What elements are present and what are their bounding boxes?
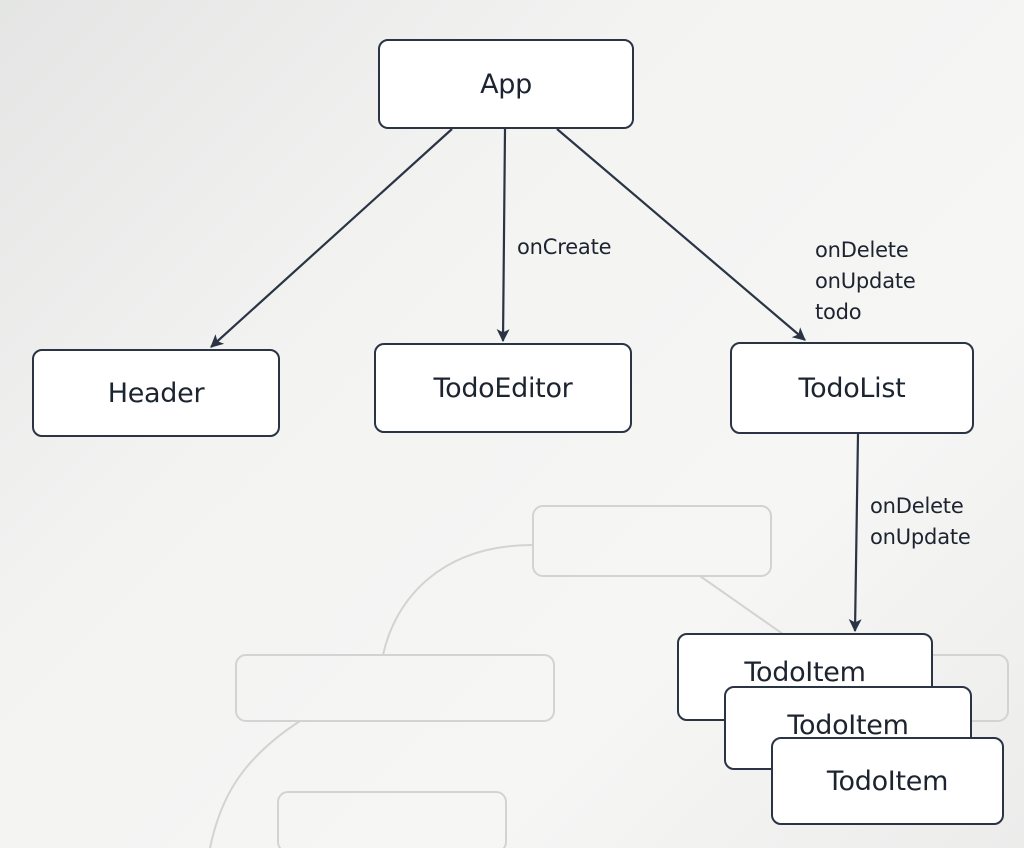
node-todo-editor: TodoEditor (374, 343, 632, 433)
node-todo-item-label: TodoItem (787, 710, 909, 741)
node-app: App (378, 39, 634, 129)
prop-label: onDelete (870, 494, 964, 518)
node-todo-list-label: TodoList (798, 372, 906, 404)
prop-label: onUpdate (870, 525, 971, 549)
prop-label: onDelete (815, 238, 909, 262)
node-todo-item-label: TodoItem (744, 657, 866, 688)
node-todo-item-label: TodoItem (826, 765, 949, 797)
edge-label-app-to-todo-editor: onCreate (517, 232, 612, 263)
edge-label-todo-list-to-todo-item: onDelete onUpdate (870, 491, 971, 553)
prop-label: todo (815, 300, 862, 324)
node-todo-list: TodoList (730, 342, 974, 434)
edge-app-to-todo-list (556, 128, 806, 341)
node-todo-item: TodoItem (771, 737, 1004, 825)
node-header: Header (32, 349, 280, 437)
edge-label-app-to-todo-list: onDelete onUpdate todo (815, 235, 916, 328)
edge-todo-list-to-todo-item (848, 433, 862, 633)
prop-label: onUpdate (815, 269, 916, 293)
node-app-label: App (480, 68, 532, 100)
node-header-label: Header (107, 377, 205, 409)
edge-app-to-header (210, 128, 453, 348)
prop-label: onCreate (517, 235, 612, 259)
node-todo-editor-label: TodoEditor (433, 372, 573, 404)
edge-app-to-todo-editor (496, 128, 510, 343)
